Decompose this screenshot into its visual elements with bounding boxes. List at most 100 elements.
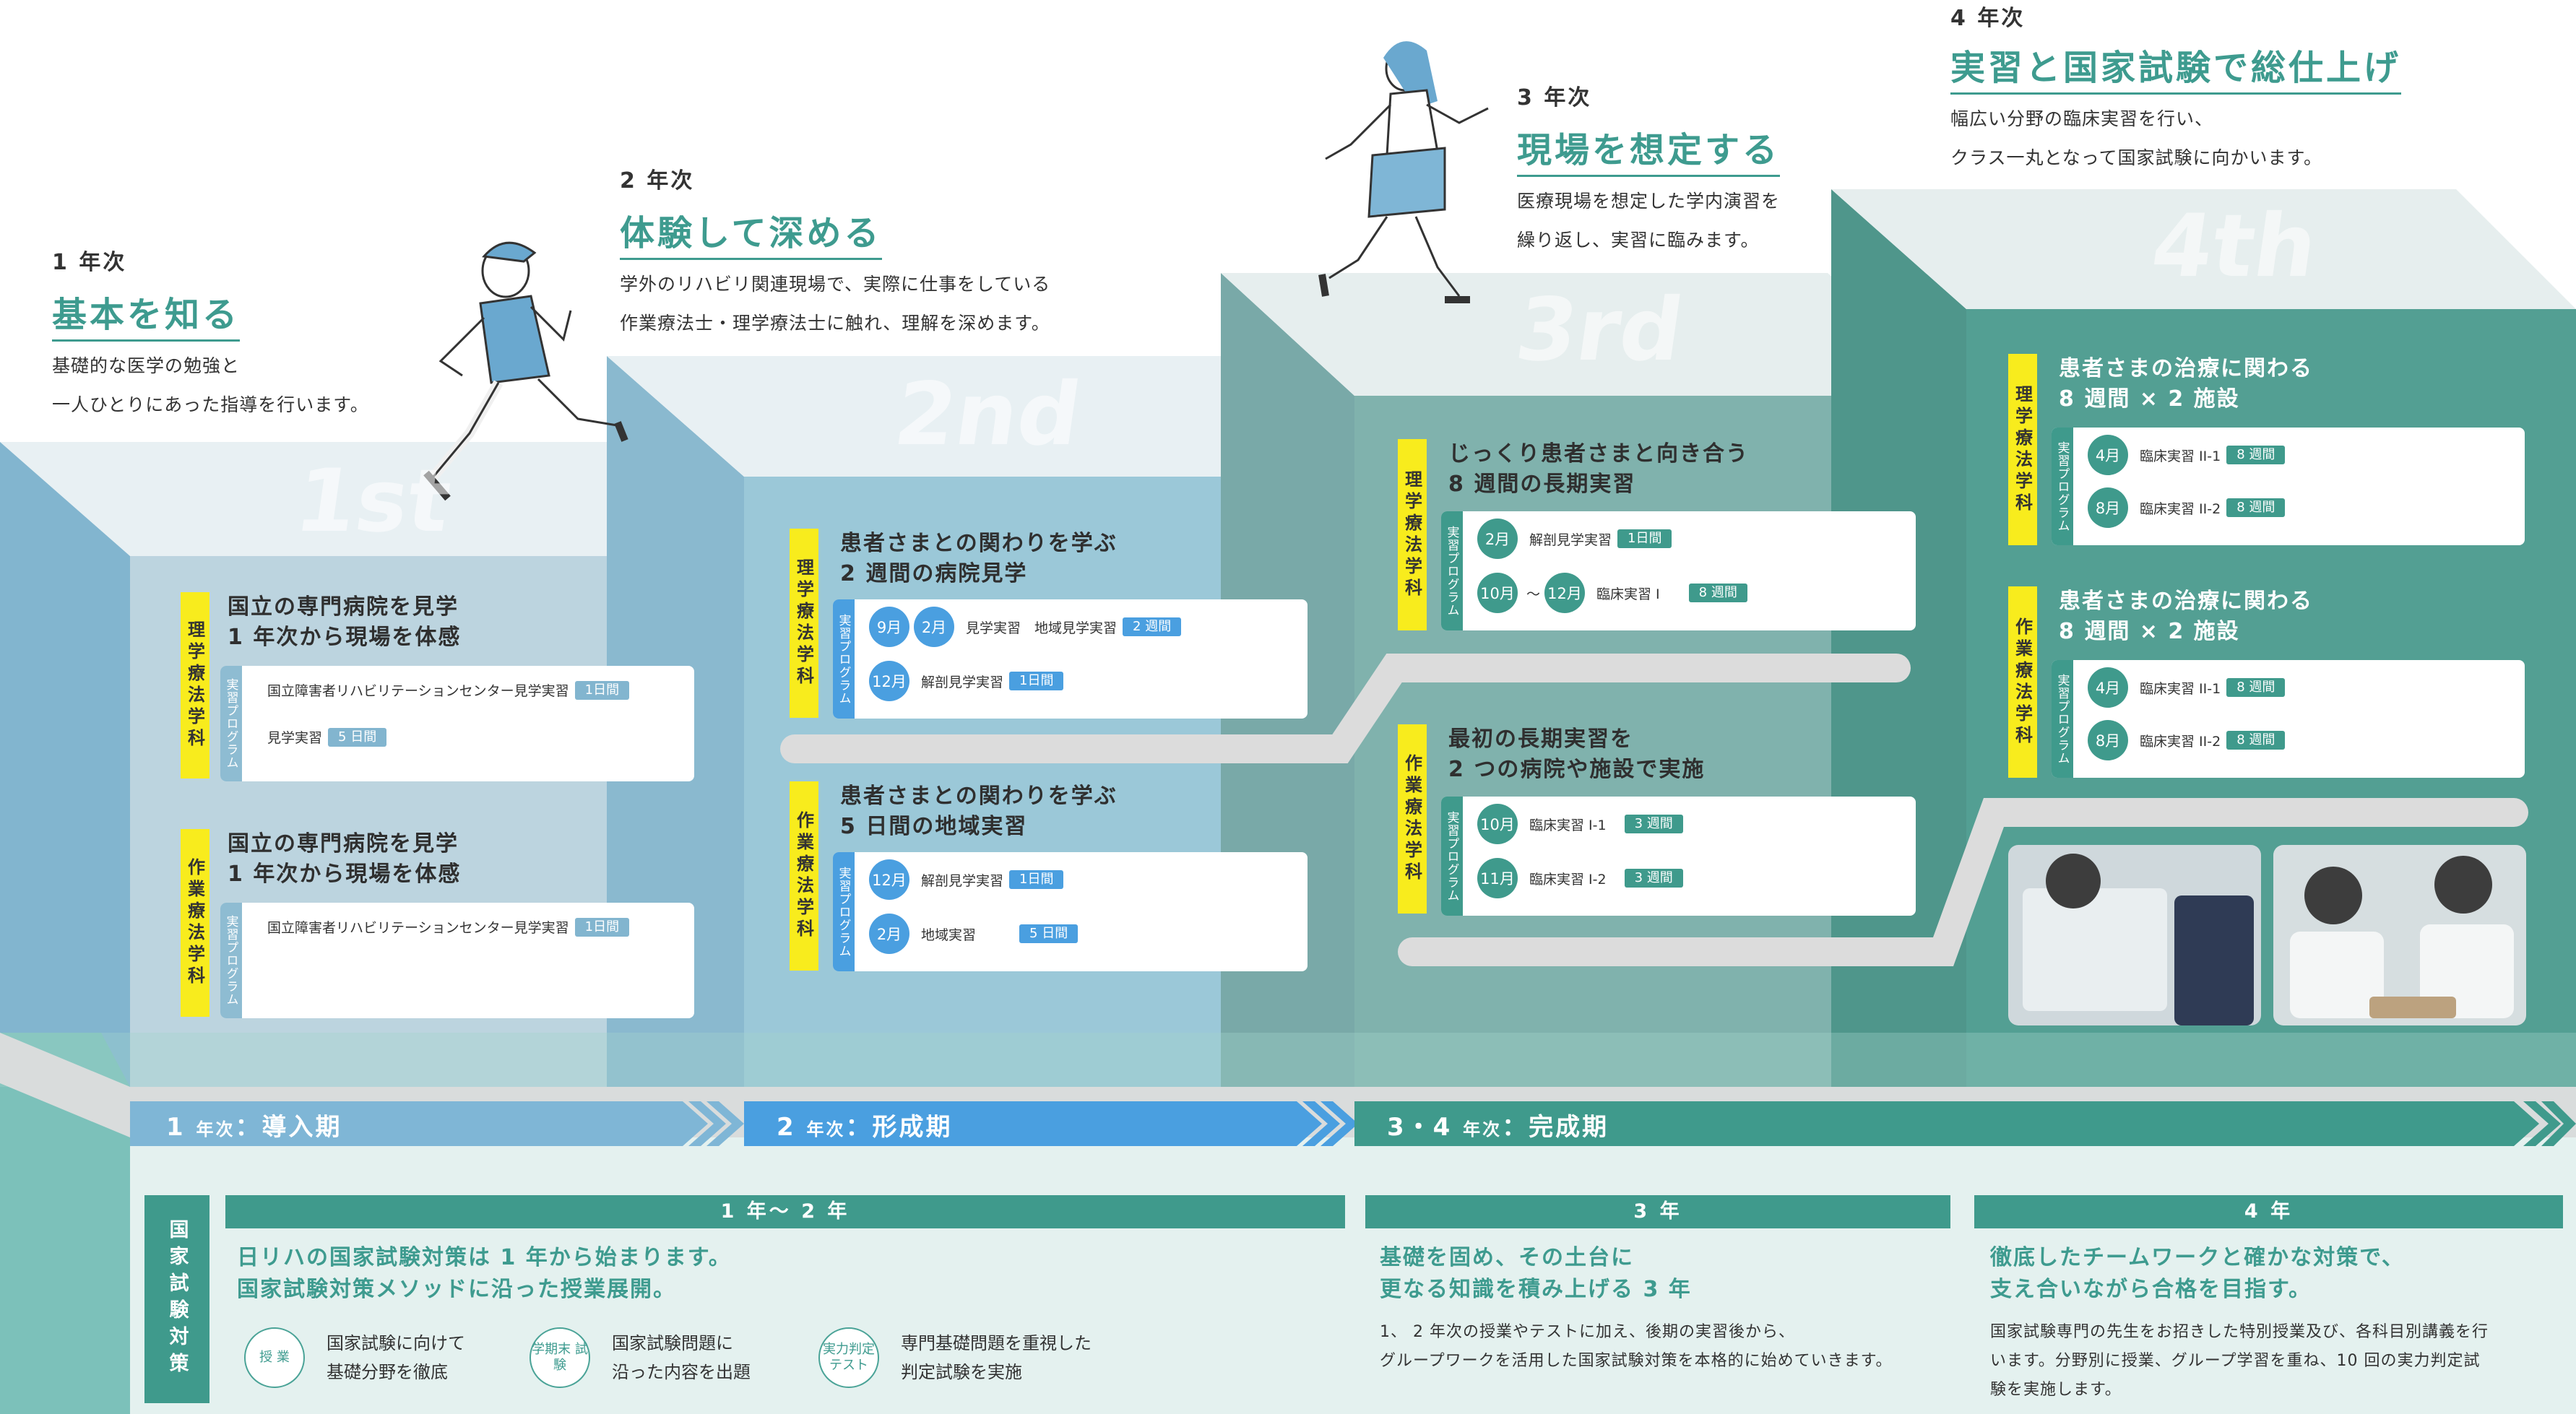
y4-pt-prog-tab: 実習プログラム (2052, 428, 2073, 545)
photo-practice-2 (2273, 845, 2526, 1025)
nat-col1-head: 1 年〜 2 年 (225, 1195, 1345, 1228)
year3-title: 現場を想定する (1517, 130, 1781, 177)
year1-heading: 1 年次 基本を知る 基礎的な医学の勉強と一人ひとりにあった指導を行います。 (52, 244, 369, 425)
y1-pt-prog-tab: 実習プログラム (220, 666, 242, 781)
year1-title: 基本を知る (52, 295, 241, 342)
step2-top (607, 356, 1351, 477)
y1-ot-dept-tag: 作業療法学科 (181, 829, 209, 1017)
y3-ot-dept-tag: 作業療法学科 (1398, 724, 1427, 914)
step1-top (0, 442, 621, 556)
step4-top (1831, 189, 2576, 309)
phase-label-2: 2 年次：形成期 (777, 1113, 953, 1142)
year4-desc: 幅広い分野の臨床実習を行い、クラス一丸となって国家試験に向かいます。 (1950, 108, 2323, 168)
phase-label-1: 1 年次：導入期 (166, 1113, 342, 1142)
year2-heading: 2 年次 体験して深める 学外のリハビリ関連現場で、実際に仕事をしている作業療法… (620, 162, 1050, 343)
nat-item-3-circle: 実力判定 テスト (818, 1327, 879, 1388)
nat-col2-head: 3 年 (1365, 1195, 1950, 1228)
phase-bar-3 (1354, 1101, 2539, 1146)
nat-item-3: 実力判定 テスト 専門基礎問題を重視した判定試験を実施 (818, 1327, 1092, 1388)
photo-practice-1 (2008, 845, 2261, 1025)
y2-pt-dept-tag: 理学療法学科 (790, 529, 818, 718)
path-line-1 (780, 654, 1911, 763)
nat-col3-desc: 国家試験専門の先生をお招きした特別授業及び、各科目別講義を行います。分野別に授業… (1990, 1323, 2489, 1399)
nat-col2-desc: 1、 2 年次の授業やテストに加え、後期の実習後から、グループワークを活用した国… (1380, 1323, 1893, 1370)
big-year-3rd: 3rd (1510, 280, 1690, 381)
year3-label: 3 年次 (1517, 85, 1592, 110)
step1-side (0, 442, 130, 1087)
nat-item-2-circle: 学期末 試験 (530, 1327, 590, 1388)
step3-top (1221, 273, 1965, 396)
big-year-1st: 1st (289, 451, 457, 552)
nat-item-1: 授 業 国家試験に向けて基礎分野を徹底 (244, 1327, 465, 1388)
year4-label: 4 年次 (1950, 6, 2026, 31)
year1-label: 1 年次 (52, 250, 127, 275)
year2-title: 体験して深める (620, 213, 882, 260)
year2-desc: 学外のリハビリ関連現場で、実際に仕事をしている作業療法士・理学療法士に触れ、理解… (620, 274, 1051, 334)
y2-pt-prog-tab: 実習プログラム (833, 599, 855, 719)
bottom-shade (0, 1033, 2576, 1087)
national-exam-side-label: 国家試験対策 (144, 1195, 209, 1403)
y3-pt-prog-tab: 実習プログラム (1441, 511, 1463, 630)
y1-ot-prog-tab: 実習プログラム (220, 903, 242, 1018)
nat-col1-title: 日リハの国家試験対策は 1 年から始まります。国家試験対策メソッドに沿った授業展… (237, 1245, 732, 1302)
year2-label: 2 年次 (620, 168, 695, 194)
y4-ot-prog-tab: 実習プログラム (2052, 660, 2073, 778)
runner-illustration-2 (1318, 41, 1489, 303)
y4-ot-dept-tag: 作業療法学科 (2008, 586, 2037, 778)
phase-label-3: 3・4 年次：完成期 (1387, 1113, 1609, 1142)
y3-ot-prog-tab: 実習プログラム (1441, 797, 1463, 916)
nat-col2-title: 基礎を固め、その土台に更なる知識を積み上げる 3 年 (1380, 1245, 1692, 1302)
bottom-side (0, 1033, 130, 1414)
y3-pt-dept-tag: 理学療法学科 (1398, 439, 1427, 630)
nat-item-1-circle: 授 業 (244, 1327, 305, 1388)
year3-heading: 3 年次 現場を想定する 医療現場を想定した学内演習を繰り返し、実習に臨みます。 (1517, 79, 1781, 260)
path-line-2 (1398, 798, 2528, 966)
nat-col3-head: 4 年 (1974, 1195, 2563, 1228)
phase-bar-1 (130, 1101, 708, 1146)
nat-col3-title: 徹底したチームワークと確かな対策で、支え合いながら合格を目指す。 (1990, 1245, 2405, 1302)
big-year-2nd: 2nd (889, 365, 1087, 465)
year4-heading: 4 年次 実習と国家試験で総仕上げ 幅広い分野の臨床実習を行い、クラス一丸となっ… (1950, 0, 2402, 178)
year4-title: 実習と国家試験で総仕上げ (1950, 48, 2402, 95)
y4-pt-dept-tag: 理学療法学科 (2008, 354, 2037, 545)
runner-illustration-1 (423, 241, 628, 501)
nat-item-2: 学期末 試験 国家試験問題に沿った内容を出題 (530, 1327, 751, 1388)
y2-ot-prog-tab: 実習プログラム (833, 852, 855, 971)
y2-ot-dept-tag: 作業療法学科 (790, 781, 818, 971)
big-year-4th: 4th (2145, 196, 2324, 297)
year1-desc: 基礎的な医学の勉強と一人ひとりにあった指導を行います。 (52, 355, 369, 415)
y1-pt-dept-tag: 理学療法学科 (181, 592, 209, 778)
year3-desc: 医療現場を想定した学内演習を繰り返し、実習に臨みます。 (1517, 191, 1781, 251)
